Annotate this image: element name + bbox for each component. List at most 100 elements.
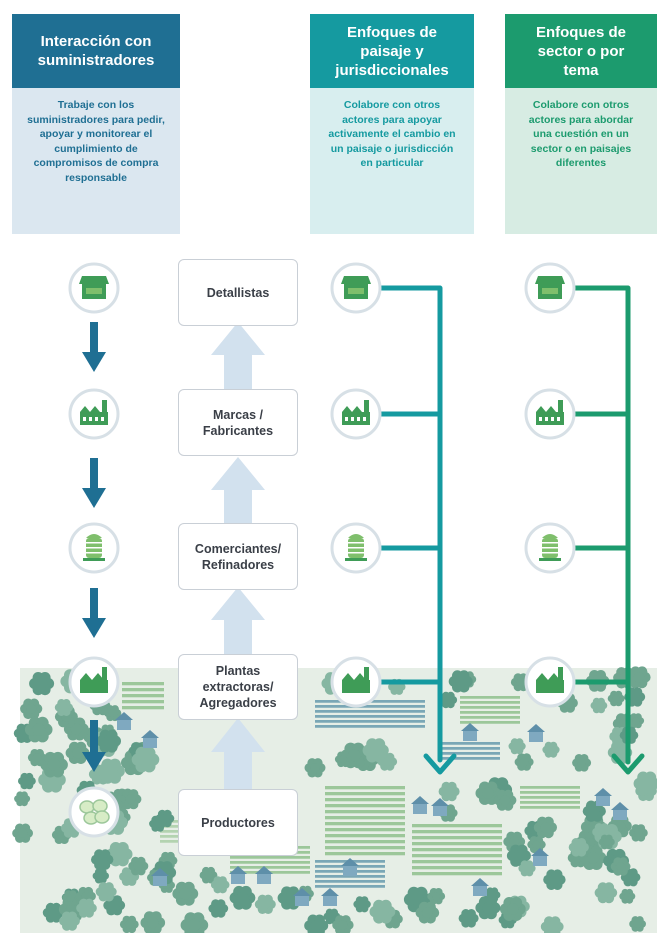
- tree-icon: [542, 741, 560, 758]
- tree-icon: [493, 789, 517, 811]
- house-icon: [255, 866, 273, 884]
- silo-icon: [524, 522, 576, 574]
- mills-box: Plantas extractoras/ Agregadores: [178, 654, 298, 720]
- store-icon: [68, 262, 120, 314]
- house-icon: [531, 848, 549, 866]
- sector-header: Enfoques de sector o por tema: [505, 14, 657, 88]
- tree-icon: [119, 789, 142, 810]
- factory-icon: [330, 388, 382, 440]
- tree-icon: [415, 901, 440, 924]
- tree-icon: [97, 758, 125, 784]
- tree-icon: [128, 856, 149, 876]
- tree-icon: [12, 823, 33, 843]
- tree-icon: [540, 916, 564, 933]
- house-icon: [151, 868, 169, 886]
- house-icon: [293, 888, 311, 906]
- supplier-header: Interacción con suministradores: [12, 14, 180, 88]
- house-icon: [115, 712, 133, 730]
- up-arrow-2: [211, 457, 265, 525]
- tree-icon: [438, 781, 460, 802]
- field-plot: [440, 742, 500, 760]
- house-icon: [411, 796, 429, 814]
- tree-icon: [362, 738, 389, 763]
- tree-icon: [18, 772, 36, 790]
- tree-icon: [527, 836, 546, 854]
- tree-icon: [91, 849, 114, 870]
- tree-icon: [629, 916, 646, 932]
- retailers-box: Detallistas: [178, 259, 298, 326]
- tree-icon: [590, 697, 608, 714]
- tree-icon: [518, 860, 536, 877]
- tree-icon: [229, 885, 256, 910]
- tree-icon: [568, 838, 589, 857]
- tree-icon: [633, 771, 657, 796]
- sector-connector: [571, 285, 631, 765]
- supplier-description: Trabaje con los suministradores para ped…: [12, 88, 180, 234]
- tree-icon: [582, 800, 606, 822]
- store-icon: [524, 262, 576, 314]
- tree-icon: [510, 673, 531, 692]
- traders-box: Comerciantes/ Refinadores: [178, 523, 298, 590]
- tree-icon: [594, 882, 618, 904]
- tree-icon: [119, 915, 139, 933]
- sector-description: Colabore con otros actores para abordar …: [505, 88, 657, 234]
- tree-icon: [92, 868, 110, 884]
- house-icon: [341, 858, 359, 876]
- tree-icon: [96, 729, 121, 753]
- down-arrow-4: [82, 720, 106, 772]
- tree-icon: [76, 898, 97, 918]
- field-plot: [122, 682, 164, 710]
- house-icon: [321, 888, 339, 906]
- mill-icon: [68, 656, 120, 708]
- tree-icon: [62, 890, 79, 906]
- field-plot: [412, 824, 502, 876]
- landscape-arrowhead: [423, 753, 457, 775]
- store-icon: [330, 262, 382, 314]
- tree-icon: [353, 896, 371, 913]
- tree-icon: [627, 713, 645, 729]
- tree-icon: [59, 911, 80, 931]
- tree-icon: [475, 896, 501, 920]
- tree-icon: [131, 746, 160, 773]
- landscape-description: Colabore con otros actores para apoyar a…: [310, 88, 474, 234]
- tree-icon: [172, 881, 199, 906]
- tree-icon: [533, 816, 557, 839]
- tree-icon: [140, 911, 166, 933]
- tree-icon: [180, 912, 209, 933]
- tree-icon: [42, 902, 65, 923]
- tree-icon: [607, 690, 625, 707]
- tree-icon: [155, 809, 175, 828]
- tree-icon: [448, 670, 473, 693]
- tree-icon: [598, 834, 615, 850]
- producers-box: Productores: [178, 789, 298, 856]
- factory-icon: [68, 388, 120, 440]
- brands-box: Marcas / Fabricantes: [178, 389, 298, 456]
- tree-icon: [499, 897, 526, 921]
- silo-icon: [68, 522, 120, 574]
- tree-icon: [254, 894, 276, 914]
- tree-icon: [572, 754, 592, 772]
- down-arrow-2: [82, 458, 106, 508]
- up-arrow-1: [211, 322, 265, 390]
- tree-icon: [40, 751, 68, 778]
- tree-icon: [304, 758, 326, 778]
- field-plot: [325, 786, 405, 856]
- tree-icon: [458, 909, 479, 928]
- sector-arrowhead: [611, 753, 645, 775]
- tree-icon: [20, 698, 43, 720]
- tree-icon: [199, 866, 218, 884]
- up-arrow-4: [211, 718, 265, 790]
- tree-icon: [579, 845, 607, 870]
- house-icon: [229, 866, 247, 884]
- down-arrow-1: [82, 322, 106, 372]
- silo-icon: [330, 522, 382, 574]
- tree-icon: [95, 882, 117, 902]
- tree-icon: [210, 876, 230, 894]
- house-icon: [527, 724, 545, 742]
- house-icon: [471, 878, 489, 896]
- tree-icon: [377, 752, 398, 771]
- tree-icon: [14, 791, 31, 807]
- tree-icon: [334, 751, 352, 768]
- field-plot: [520, 786, 580, 809]
